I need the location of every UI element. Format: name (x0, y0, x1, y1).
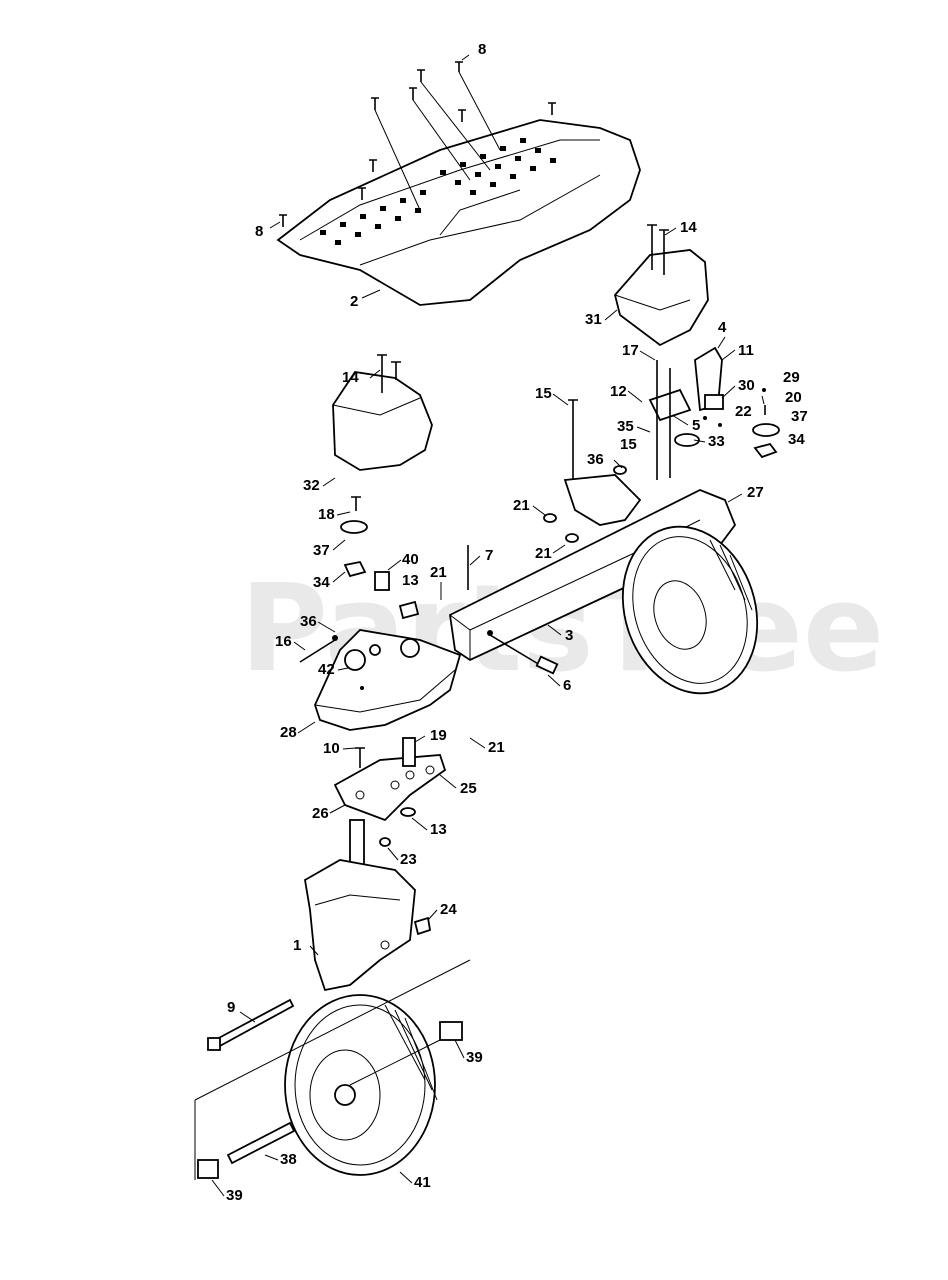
callout-label: 31 (585, 311, 602, 328)
foot-deck-part (276, 119, 641, 306)
callout-label: 32 (303, 477, 320, 494)
callout-label: 16 (275, 633, 292, 650)
callout-label: 14 (342, 369, 359, 386)
callout-label: 13 (402, 572, 419, 589)
callout-label: 10 (323, 740, 340, 757)
callout-label: 22 (735, 403, 752, 420)
callout-label: 12 (610, 383, 627, 400)
callout-label: 4 (718, 319, 727, 336)
callout-label: 21 (535, 545, 552, 562)
callout-label: 40 (402, 551, 419, 568)
callout-label: 3 (565, 627, 573, 644)
deck-leader-lines (269, 54, 501, 299)
callout-label: 19 (430, 727, 447, 744)
callout-label: 14 (680, 219, 697, 236)
axle-leader-lines (194, 959, 471, 1180)
right-bracket-parts (648, 346, 780, 480)
callout-label: 24 (440, 901, 457, 918)
right-pivot-cover-part (614, 224, 709, 347)
callout-label: 18 (318, 506, 335, 523)
callout-label: 28 (280, 724, 297, 741)
callout-label: 34 (788, 431, 805, 448)
callout-label: 39 (226, 1187, 243, 1204)
right-pivot-yoke (543, 399, 642, 543)
caster-wheel-part (284, 994, 438, 1176)
right-front-wheel (621, 525, 759, 695)
callout-label: 8 (478, 41, 486, 58)
callout-label: 5 (692, 417, 700, 434)
callout-label: 30 (738, 377, 755, 394)
callout-label: 13 (430, 821, 447, 838)
callout-label: 20 (785, 389, 802, 406)
callout-label: 41 (414, 1174, 431, 1191)
axle-hardware (197, 998, 463, 1179)
caster-fork-part (304, 819, 432, 992)
callout-label: 37 (791, 408, 808, 425)
callout-label: 39 (466, 1049, 483, 1066)
callout-label: 11 (738, 342, 754, 359)
callout-label: 26 (312, 805, 329, 822)
callout-label: 8 (255, 223, 263, 240)
callout-label: 33 (708, 433, 725, 450)
callout-label: 34 (313, 574, 330, 591)
left-pivot-arm-part (299, 629, 462, 731)
callout-label: 36 (300, 613, 317, 630)
left-pivot-hardware (340, 496, 420, 620)
callout-label: 29 (783, 369, 800, 386)
callout-label: 37 (313, 542, 330, 559)
callout-label: 21 (488, 739, 505, 756)
callout-label: 21 (513, 497, 530, 514)
callout-label: 42 (318, 661, 335, 678)
callout-label: 23 (400, 851, 417, 868)
callout-leader-lines (211, 227, 765, 1197)
callout-label: 6 (563, 677, 571, 694)
callout-label: 35 (617, 418, 634, 435)
callout-label: 17 (622, 342, 639, 359)
callout-label: 36 (587, 451, 604, 468)
callout-label: 38 (280, 1151, 297, 1168)
callout-label: 25 (460, 780, 477, 797)
callout-label: 15 (535, 385, 552, 402)
callout-label: 2 (350, 293, 358, 310)
callout-label: 7 (485, 547, 493, 564)
callout-label: 21 (430, 564, 447, 581)
deck-screws (279, 61, 556, 227)
callout-label: 27 (747, 484, 764, 501)
callout-label: 1 (293, 937, 301, 954)
left-pivot-cover-part (332, 354, 433, 471)
callout-labels: 8 8 2 14 31 4 11 17 30 29 12 20 5 22 37 … (226, 41, 808, 1204)
callout-label: 15 (620, 436, 637, 453)
callout-label: 9 (227, 999, 235, 1016)
steering-plate-part (333, 737, 447, 847)
